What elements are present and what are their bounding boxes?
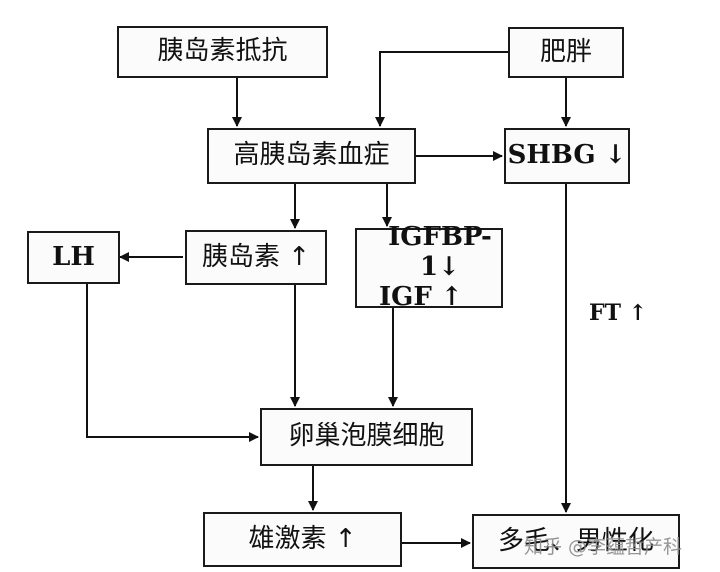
node-theca-cells-label: 卵巢泡膜细胞 bbox=[288, 421, 445, 452]
node-androgen-label: 雄激素 ↑ bbox=[248, 523, 357, 554]
node-shbg: SHBG ↓ bbox=[504, 128, 630, 184]
node-insulin: 胰岛素 ↑ bbox=[185, 230, 327, 285]
watermark-text: 知乎 @李蕴哲产科 bbox=[524, 536, 683, 558]
edge-label-ft: FT ↑ bbox=[589, 300, 648, 326]
node-igfbp-label: IGFBP-1↓ bbox=[388, 222, 492, 283]
node-hyperinsulinemia: 高胰岛素血症 bbox=[207, 128, 416, 184]
node-hyperinsulinemia-label: 高胰岛素血症 bbox=[233, 140, 390, 171]
node-theca-cells: 卵巢泡膜细胞 bbox=[260, 408, 473, 466]
node-lh-label: LH bbox=[52, 241, 95, 272]
node-insulin-label: 胰岛素 ↑ bbox=[201, 241, 311, 272]
node-igf-label: IGF ↑ bbox=[379, 281, 463, 312]
node-obesity-label: 肥胖 bbox=[539, 36, 592, 67]
node-androgen: 雄激素 ↑ bbox=[203, 512, 402, 567]
node-insulin-resistance-label: 胰岛素抵抗 bbox=[157, 36, 288, 67]
node-igfbp-igf: IGFBP-1↓ IGF ↑ bbox=[355, 222, 503, 312]
node-shbg-label: SHBG ↓ bbox=[507, 140, 627, 171]
arrow-lh-to-theca bbox=[86, 284, 259, 442]
node-insulin-resistance: 胰岛素抵抗 bbox=[117, 26, 328, 78]
node-hirsutism: 多毛、男性化 bbox=[472, 514, 680, 569]
node-hirsutism-label: 多毛、男性化 bbox=[497, 525, 654, 556]
node-lh: LH bbox=[27, 231, 120, 284]
arrow-obesity-to-hyperinsulinemia bbox=[375, 51, 508, 127]
node-obesity: 肥胖 bbox=[508, 27, 624, 78]
